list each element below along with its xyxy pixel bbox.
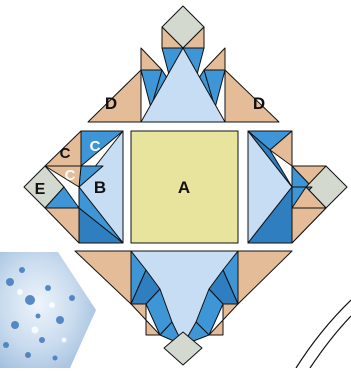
label-a: A	[178, 178, 190, 197]
label-d-left: D	[105, 94, 117, 113]
right-tan-bottom	[292, 208, 326, 243]
center-square-unit: A	[131, 131, 238, 243]
bottom-tan-inner-left	[131, 304, 146, 320]
label-e: E	[35, 181, 46, 198]
label-c-middle-blue: C	[65, 167, 76, 184]
label-c-top: C	[60, 145, 71, 162]
top-triangle-unit: D D	[88, 6, 279, 122]
label-d-right: D	[253, 94, 265, 113]
left-tan-lower	[45, 208, 79, 243]
bottom-tan-right	[238, 251, 292, 304]
page-curl-lines	[296, 300, 351, 368]
top-tan-left-2	[141, 48, 162, 70]
left-triangle-unit: C C C E B	[24, 131, 123, 243]
bottom-triangle-unit	[75, 251, 292, 365]
right-triangle-unit	[248, 131, 347, 243]
label-b: B	[94, 178, 106, 197]
bottom-tan-inner-right	[223, 304, 238, 320]
label-c-top-blue: C	[90, 138, 101, 155]
fabric-swatch-image	[0, 252, 96, 368]
top-tan-right-2	[204, 48, 225, 70]
